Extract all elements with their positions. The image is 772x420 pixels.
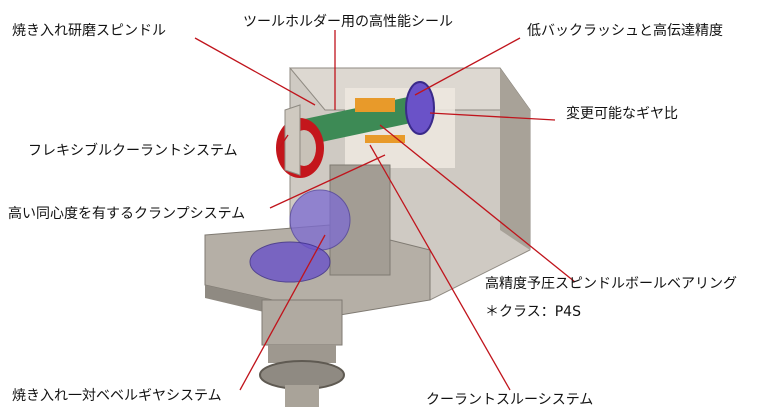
label-gear-ratio: 変更可能なギヤ比 (566, 106, 678, 122)
leader-flexible-coolant (277, 134, 289, 151)
bearing-strip-top (355, 98, 395, 112)
bevel-gear-lower (249, 241, 331, 283)
label-bevel-gear: 焼き入れ一対ベベルギヤシステム (12, 388, 222, 404)
label-concentric-clamp: 高い同心度を有するクランプシステム (8, 206, 246, 222)
spindle-tube (284, 104, 301, 176)
label-tool-holder-seal: ツールホルダー用の高性能シール (243, 14, 453, 30)
leader-low-backlash (414, 37, 521, 96)
leader-grinding-spindle (194, 37, 316, 106)
leader-coolant-through (369, 144, 511, 391)
center-column (329, 164, 391, 276)
label-ball-bearing: 高精度予圧スピンドルボールベアリング (485, 276, 737, 292)
leader-bevel-gear (239, 234, 326, 391)
leader-ball-bearing (379, 124, 576, 283)
shank-lower (268, 345, 336, 363)
helical-gear (259, 360, 345, 390)
leader-gear-ratio (429, 112, 556, 121)
label-low-backlash: 低バックラッシュと高伝達精度 (527, 23, 723, 39)
label-bearing-class: ＊クラス：P4S (485, 304, 581, 320)
bevel-gear-upper (289, 189, 351, 251)
drive-gear (405, 81, 435, 135)
shank (261, 299, 343, 346)
leader-concentric-clamp (269, 154, 386, 209)
housing-right-face (500, 68, 530, 250)
label-flexible-coolant: フレキシブルクーラントシステム (28, 143, 238, 159)
label-coolant-through: クーラントスルーシステム (426, 392, 594, 408)
bearing-strip-bottom (365, 135, 405, 143)
shank-tip (285, 385, 319, 407)
label-grinding-spindle: 焼き入れ研磨スピンドル (12, 23, 166, 39)
